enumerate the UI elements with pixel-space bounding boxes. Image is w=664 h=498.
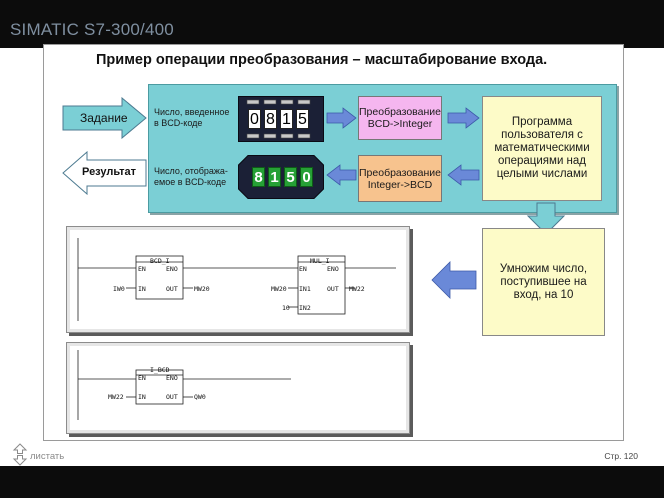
mul-i-out: OUT	[327, 285, 339, 293]
arrow-left-to-ladder	[431, 261, 477, 299]
mul-i-eno: ENO	[327, 265, 339, 273]
arrow-from-int-bcd	[326, 164, 357, 186]
i-bcd-block-name: I_BCD	[150, 366, 170, 374]
bcd-i-eno: ENO	[166, 265, 178, 273]
output-description: Число, отобража- емое в BCD-коде	[154, 166, 228, 188]
mul-i-in2: IN2	[299, 304, 311, 312]
bcd-to-int-line1: Преобразование	[359, 106, 441, 118]
ladder-network-1	[66, 226, 410, 333]
bcd-i-in: IN	[138, 285, 146, 293]
mul-i-in1: IN1	[299, 285, 311, 293]
mul-i-block-name: MUL_I	[310, 257, 330, 265]
ladder-network-2-diagram	[77, 350, 291, 420]
i-bcd-eno: ENO	[166, 374, 178, 382]
int-to-bcd-line1: Преобразование	[359, 166, 441, 179]
result-arrow	[62, 151, 147, 195]
input-digit[interactable]: 8	[264, 109, 277, 129]
bcd-to-int-line2: BCD->Integer	[367, 118, 433, 130]
i-bcd-out: OUT	[166, 393, 178, 401]
input-digit[interactable]: 1	[280, 109, 293, 129]
page-number: Стр. 120	[604, 451, 638, 461]
output-digit: 0	[300, 167, 313, 187]
mul-i-in2-operand: 10	[282, 304, 290, 312]
input-digit[interactable]: 5	[296, 109, 309, 129]
bcd-i-in-operand: IW0	[113, 285, 125, 293]
header-bar: SIMATIC S7-300/400	[0, 0, 664, 48]
arrow-to-program	[447, 107, 480, 129]
result-label: Результат	[82, 166, 137, 178]
i-bcd-en: EN	[138, 374, 146, 382]
footer-bar	[0, 466, 664, 498]
bcd-i-en: EN	[138, 265, 146, 273]
bcd-i-out: OUT	[166, 285, 178, 293]
i-bcd-out-operand: QW0	[194, 393, 206, 401]
output-digit: 1	[268, 167, 281, 187]
bcd-i-out-operand: MW20	[194, 285, 210, 293]
input-digit[interactable]: 0	[248, 109, 261, 129]
mul-i-en: EN	[299, 265, 307, 273]
setpoint-label: Задание	[80, 111, 128, 125]
user-program-box: Программа пользователя с математическими…	[482, 96, 602, 201]
setpoint-arrow	[62, 97, 147, 139]
arrow-down	[526, 202, 566, 235]
output-desc-line2: емое в BCD-коде	[154, 177, 227, 187]
output-digit: 5	[284, 167, 297, 187]
input-description: Число, введенное в BCD-коде	[154, 107, 229, 129]
ladder-network-1-diagram	[77, 238, 396, 321]
int-to-bcd-box: Преобразование Integer->BCD	[358, 155, 442, 202]
input-desc-line2: в BCD-коде	[154, 118, 203, 128]
brand-title: SIMATIC S7-300/400	[10, 20, 174, 39]
ladder-network-2	[66, 342, 410, 434]
input-desc-line1: Число, введенное	[154, 107, 230, 117]
arrow-from-program	[447, 164, 480, 186]
mul-i-in1-operand: MW20	[271, 285, 287, 293]
scroll-arrows-icon[interactable]	[12, 443, 28, 467]
int-to-bcd-line2: Integer->BCD	[367, 178, 433, 191]
output-display	[238, 155, 324, 199]
i-bcd-in-operand: MW22	[108, 393, 124, 401]
output-digit: 8	[252, 167, 265, 187]
output-desc-line1: Число, отобража-	[154, 166, 228, 176]
slide-title: Пример операции преобразования – масштаб…	[96, 52, 548, 68]
arrow-to-bcd-int	[326, 107, 357, 129]
input-digits[interactable]: 0 8 1 5	[248, 109, 309, 129]
bcd-i-block-name: BCD_I	[150, 257, 170, 265]
i-bcd-in: IN	[138, 393, 146, 401]
bcd-to-int-box: Преобразование BCD->Integer	[358, 96, 442, 140]
scroll-label[interactable]: листать	[30, 451, 65, 462]
output-digits: 8 1 5 0	[252, 167, 313, 187]
mul-i-out-operand: MW22	[349, 285, 365, 293]
multiply-box: Умножим число, поступившее на вход, на 1…	[482, 228, 605, 336]
